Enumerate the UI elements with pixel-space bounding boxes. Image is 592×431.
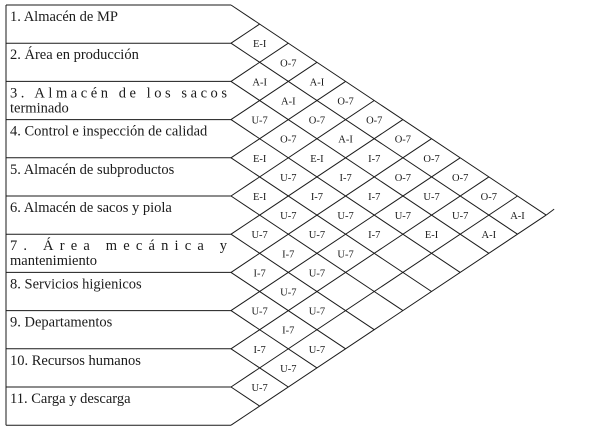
diag-up [230, 138, 432, 273]
diag-down [230, 386, 260, 407]
relationship-8-11: U-7 [309, 345, 325, 356]
tip-ext [545, 208, 555, 216]
area-label-6: 6. Almacén de sacos y piola [10, 200, 172, 216]
area-label-3: 3. Almacén de los sacos [10, 85, 227, 101]
diag-up [230, 119, 404, 235]
relationship-4-6: U-7 [280, 173, 296, 184]
relationship-1-10: O-7 [481, 192, 497, 203]
relationship-1-9: O-7 [452, 173, 468, 184]
diag-down [230, 310, 318, 369]
relationship-2-4: A-I [281, 97, 296, 108]
diag-up [230, 214, 547, 426]
relationship-6-9: U-7 [309, 268, 325, 279]
relationship-4-5: E-I [253, 154, 267, 165]
relationship-1-4: A-I [310, 77, 325, 88]
relationship-9-11: U-7 [280, 364, 296, 375]
relationship-2-11: A-I [482, 230, 497, 241]
relationship-cells: E-IO-7A-IO-7O-7O-7O-7O-7O-7A-IA-IA-IO-7A… [251, 39, 525, 394]
relationship-4-8: U-7 [337, 211, 353, 222]
relationship-3-4: U-7 [251, 116, 267, 127]
relationship-5-6: E-I [253, 192, 267, 203]
diag-up [230, 176, 490, 350]
relationship-4-7: I-7 [311, 192, 323, 203]
diag-down [230, 80, 490, 254]
area-label-9: 9. Departamentos [10, 315, 113, 331]
grid-lines [5, 4, 555, 426]
relationship-3-10: E-I [425, 230, 439, 241]
relationship-3-7: I-7 [339, 173, 351, 184]
relationship-7-9: U-7 [280, 288, 296, 299]
area-label-4: 4. Control e inspección de calidad [10, 124, 208, 140]
relationship-2-9: U-7 [423, 192, 439, 203]
relationship-8-10: I-7 [282, 326, 294, 337]
relationship-2-7: I-7 [368, 154, 380, 165]
relationship-1-11: A-I [510, 211, 525, 222]
diag-up [230, 61, 318, 121]
relationship-1-8: O-7 [423, 154, 439, 165]
diag-up [230, 23, 260, 44]
relationship-1-5: O-7 [337, 97, 353, 108]
area-label-7-line2: mantenimiento [10, 253, 97, 269]
area-labels: 1. Almacén de MP 2. Área en producción 3. … [10, 9, 228, 407]
relationship-4-9: I-7 [368, 230, 380, 241]
diag-up [230, 42, 289, 82]
relationship-2-6: A-I [338, 135, 353, 146]
relationship-5-8: U-7 [309, 230, 325, 241]
relationship-2-5: O-7 [309, 116, 325, 127]
area-label-2: 2. Área en producción [10, 46, 140, 63]
area-label-11: 11. Carga y descarga [10, 391, 131, 407]
area-label-7: 7. Área mecánica y [10, 237, 228, 254]
relationship-5-7: U-7 [280, 211, 296, 222]
relationship-6-7: U-7 [251, 230, 267, 241]
relationship-3-9: U-7 [395, 211, 411, 222]
relationship-1-6: O-7 [366, 116, 382, 127]
area-label-3-line2: terminado [10, 100, 69, 116]
diag-up [230, 80, 346, 159]
relationship-3-8: I-7 [368, 192, 380, 203]
relationship-6-8: I-7 [282, 249, 294, 260]
relationship-1-3: O-7 [280, 58, 296, 69]
relationship-3-5: O-7 [280, 135, 296, 146]
area-label-8: 8. Servicios higienicos [10, 276, 142, 292]
diag-down [230, 233, 375, 331]
area-label-5: 5. Almacén de subproductos [10, 162, 175, 178]
relationship-2-3: A-I [252, 77, 267, 88]
area-label-1: 1. Almacén de MP [10, 9, 118, 25]
diag-up [230, 195, 518, 388]
relationship-2-10: U-7 [452, 211, 468, 222]
relationship-8-9: U-7 [251, 307, 267, 318]
diag-up [230, 100, 375, 197]
relationship-1-2: E-I [253, 39, 267, 50]
relationship-3-6: E-I [310, 154, 324, 165]
diag-up [230, 157, 461, 312]
relationship-1-7: O-7 [395, 135, 411, 146]
relationship-7-8: I-7 [254, 268, 266, 279]
diag-down [230, 157, 432, 292]
diag-down [230, 4, 547, 216]
relationship-7-10: U-7 [309, 307, 325, 318]
area-label-10: 10. Recursos humanos [10, 353, 141, 369]
relationship-9-10: I-7 [254, 345, 266, 356]
relationship-2-8: O-7 [395, 173, 411, 184]
relationship-5-9: U-7 [337, 249, 353, 260]
relationship-10-11: U-7 [251, 383, 267, 394]
